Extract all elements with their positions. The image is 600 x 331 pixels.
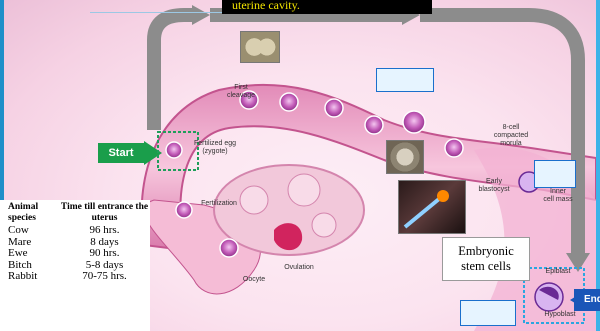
end-label[interactable]: End xyxy=(574,289,600,311)
header-species: Animal species xyxy=(0,200,59,225)
start-label[interactable]: Start xyxy=(98,143,144,163)
label-fertilized-egg: Fertilized egg(zygote) xyxy=(186,140,244,156)
label-inner-cell-mass: Innercell mass xyxy=(538,188,578,204)
label-compacted-morula: 8-cellcompactedmorula xyxy=(486,124,536,148)
micropipette-photo xyxy=(398,180,466,234)
time-cell: 70-75 hrs. xyxy=(59,271,150,283)
blank-label-box-1[interactable] xyxy=(376,68,434,92)
caption-fragment: uterine cavity. xyxy=(222,0,432,14)
species-cell: Rabbit xyxy=(0,271,59,283)
zygote-cell xyxy=(166,142,182,158)
morula-photo xyxy=(386,140,424,174)
two-cell-photo xyxy=(240,31,280,63)
blank-label-box-2[interactable] xyxy=(534,160,576,188)
label-hypoblast: Hypoblast xyxy=(540,311,580,319)
oocyte-cell xyxy=(220,239,238,257)
label-oocyte: Oocyte xyxy=(234,276,274,284)
blank-label-box-3[interactable] xyxy=(460,300,516,326)
morula-cell xyxy=(403,111,425,133)
header-time: Time till entrance the uterus xyxy=(59,200,150,225)
species-cell: Cow xyxy=(0,225,59,237)
label-fertilization: Fertilization xyxy=(194,200,244,208)
embryonic-stem-cells-callout: Embryonic stem cells xyxy=(442,237,530,281)
label-first-cleavage: Firstcleavage xyxy=(216,84,266,100)
table-row: Cow 96 hrs. xyxy=(0,225,150,237)
table-row: Rabbit 70-75 hrs. xyxy=(0,271,150,283)
slide-accent-line xyxy=(90,12,225,13)
time-cell: 96 hrs. xyxy=(59,225,150,237)
callout-line-2: stem cells xyxy=(443,259,529,274)
label-epiblast: Epiblast xyxy=(540,268,576,276)
transit-time-table: Animal species Time till entrance the ut… xyxy=(0,200,150,283)
oviduct-transit-table: Animal species Time till entrance the ut… xyxy=(0,200,150,331)
callout-line-1: Embryonic xyxy=(443,244,529,259)
label-ovulation: Ovulation xyxy=(274,264,324,272)
label-early-blastocyst: Earlyblastocyst xyxy=(474,178,514,194)
